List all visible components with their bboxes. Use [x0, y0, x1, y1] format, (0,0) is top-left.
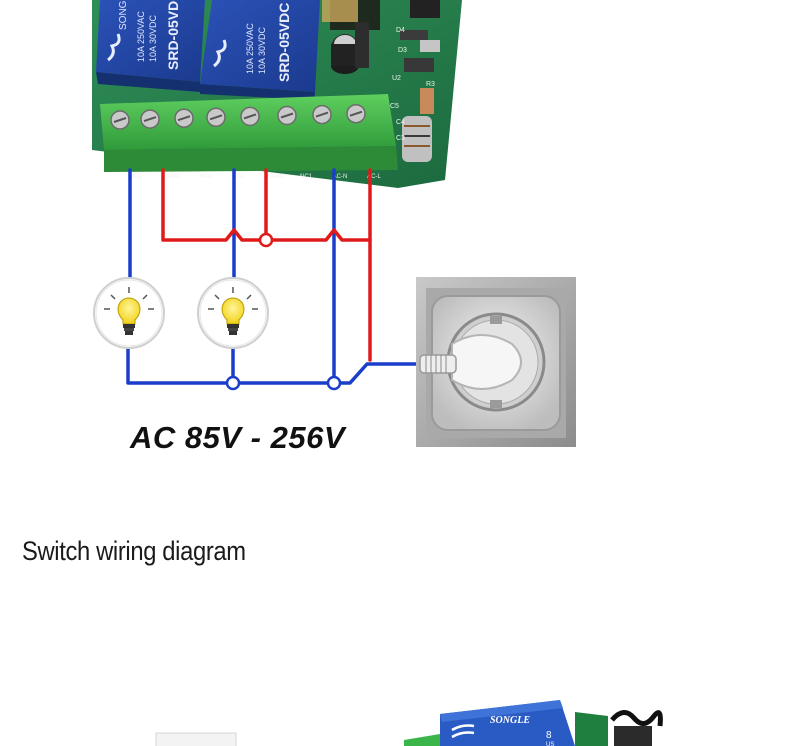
lower-relay-board: SONGLE 8 US	[155, 700, 663, 746]
terminal-label-no1: NO1	[232, 174, 245, 180]
relay-1-brand: SONGLE	[118, 0, 129, 30]
relay-2: 10A 250VAC 10A 30VDC SRD-05VDC	[200, 0, 320, 100]
relay-board: SONGLE 10A 250VAC 10A 30VDC SRD-05VDC 10…	[92, 0, 462, 188]
blue-wire-lamp1-bottom	[126, 343, 332, 385]
relay-1-rating2: 10A 30VDC	[148, 14, 158, 62]
blue-wires	[126, 168, 424, 385]
red-wire-bus	[264, 228, 372, 242]
relay-2-rating2: 10A 30VDC	[257, 26, 267, 74]
terminal-label-com2: COM2	[163, 174, 181, 180]
terminal-label-ac-l: AC-L	[367, 174, 381, 180]
relay-2-rating1: 10A 250VAC	[245, 23, 255, 74]
junction-red	[258, 232, 274, 248]
component-r3: R3	[426, 81, 435, 88]
screw-slot	[177, 115, 191, 122]
screw-slot	[243, 113, 257, 120]
wires	[126, 168, 424, 391]
terminal-label-nc1: NC1	[300, 174, 313, 180]
relay-1: SONGLE 10A 250VAC 10A 30VDC SRD-05VDC	[96, 0, 205, 92]
relay-1-model: SRD-05VDC	[165, 0, 181, 70]
relay-2-model: SRD-05VDC	[276, 3, 292, 82]
power-plug-icon	[419, 334, 522, 390]
blue-wire-to-plug	[332, 362, 424, 385]
component-c5: C5	[390, 103, 399, 110]
relay-1-rating1: 10A 250VAC	[136, 11, 146, 62]
lower-relay-mark: 8	[546, 730, 552, 741]
songle-logo-icon	[451, 724, 475, 739]
terminal-label-nc2: NC2	[200, 174, 213, 180]
terminal-label-no2: NO2	[130, 174, 143, 180]
screw-slot	[209, 114, 223, 121]
terminal-label-com1: COM1	[267, 174, 285, 180]
component-d3: D3	[398, 47, 407, 54]
terminal-label-ac-n: AC-N	[333, 174, 348, 180]
light-bulb-icon	[208, 287, 258, 335]
component-c4: C4	[396, 119, 405, 126]
antenna-coil-icon	[610, 710, 663, 727]
light-bulb-icon	[104, 287, 154, 335]
lower-relay-brand: SONGLE	[490, 715, 530, 726]
red-wires	[161, 168, 372, 362]
component-c3: C3	[396, 135, 405, 142]
diagram-caption: Switch wiring diagram	[22, 536, 246, 566]
red-wire-com2	[161, 168, 268, 242]
junction-blue-2	[326, 375, 342, 391]
junction-blue-1	[225, 375, 241, 391]
electronic-components: D4 R3 D3 U2 C5 C4 C3	[322, 0, 440, 162]
songle-logo-icon	[213, 39, 227, 68]
songle-logo-icon	[107, 33, 121, 62]
screw-slot	[280, 112, 294, 119]
terminal-block: NO2 COM2 NC2 NO1 COM1 NC1 AC-N AC-L	[100, 94, 398, 180]
screw-slot	[143, 116, 157, 123]
screw-slot	[349, 110, 363, 117]
lower-relay-sub: US	[546, 742, 554, 746]
terminal-labels: NO2 COM2 NC2 NO1 COM1 NC1 AC-N AC-L	[130, 174, 382, 180]
white-module	[155, 732, 237, 746]
supply-voltage-label: AC 85V - 256V	[129, 420, 347, 455]
lamp-2	[197, 277, 269, 349]
component-d4: D4	[396, 27, 405, 34]
screw-slot	[113, 117, 127, 123]
lamp-1	[93, 277, 165, 349]
terminal-screws	[110, 103, 366, 130]
screw-slot	[315, 111, 329, 118]
component-u2: U2	[392, 75, 401, 82]
